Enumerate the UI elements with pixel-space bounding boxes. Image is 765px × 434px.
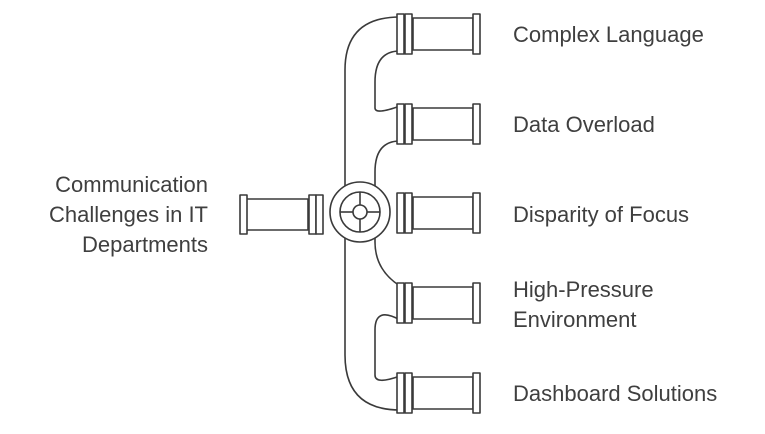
valve-wheel-icon (329, 181, 391, 243)
branch-pipe-dashboard-solutions (396, 372, 481, 414)
pipe-flange-icon (308, 194, 317, 235)
pipe-flange-icon (404, 372, 413, 414)
branch-label-complex-language: Complex Language (513, 22, 704, 47)
branch-pipe-data-overload (396, 103, 481, 145)
branch-label-disparity-of-focus: Disparity of Focus (513, 202, 690, 227)
branch-label-dashboard-solutions: Dashboard Solutions (513, 381, 718, 406)
pipe-flange-icon (404, 192, 413, 234)
pipe-flange-icon (472, 103, 481, 145)
pipe-flange-icon (396, 103, 405, 145)
pipe-flange-icon (396, 192, 405, 234)
branch-pipe-body (412, 196, 474, 230)
branch-pipe-complex-language (396, 13, 481, 55)
branch-label-high-pressure-environment: High-Pressure Environment (513, 277, 654, 332)
branch-pipe-body (412, 286, 474, 320)
pipe-flange-icon (472, 282, 481, 324)
pipe-flange-icon (396, 13, 405, 55)
pipe-flange-icon (396, 282, 405, 324)
pipe-flange-icon (396, 372, 405, 414)
branch-pipe-disparity-of-focus (396, 192, 481, 234)
branch-pipe-high-pressure-environment (396, 282, 481, 324)
pipe-flange-icon (472, 372, 481, 414)
pipe-flange-icon (239, 194, 248, 235)
pipe-flange-icon (404, 13, 413, 55)
branch-pipe-body (412, 107, 474, 141)
pipe-flange-icon (315, 194, 324, 235)
pipe-flange-icon (404, 282, 413, 324)
pipe-flange-icon (404, 103, 413, 145)
source-label: Communication Challenges in IT Departmen… (49, 172, 208, 257)
inlet-pipe (239, 194, 324, 235)
pipe-flange-icon (472, 192, 481, 234)
branch-pipe-body (412, 17, 474, 51)
pipe-flange-icon (472, 13, 481, 55)
branch-pipe-body (412, 376, 474, 410)
branch-pipes (396, 13, 481, 414)
branch-label-data-overload: Data Overload (513, 112, 655, 137)
